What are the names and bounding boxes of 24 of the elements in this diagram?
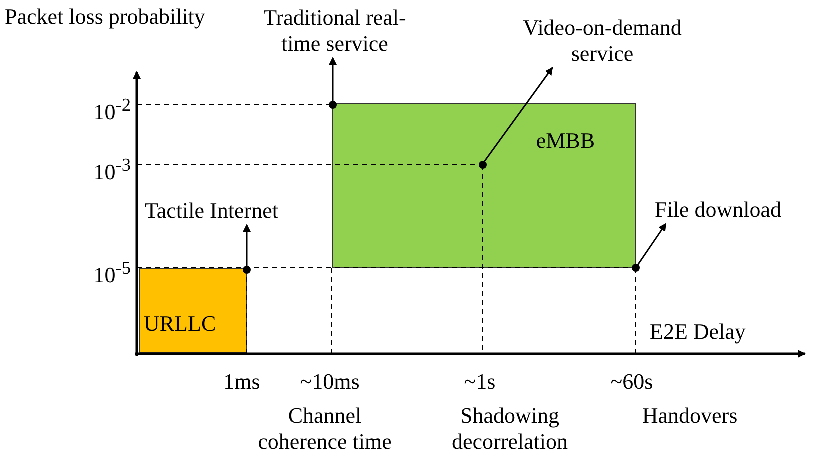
tick-label: 10$^{-5}$: [92, 257, 131, 288]
tick-label: ~1s: [463, 369, 497, 395]
tick-label: 10$^{-2}$: [92, 94, 131, 126]
leader-arrow: [243, 224, 251, 266]
tick-label: ~60s: [610, 369, 654, 395]
tick-description: Shadowing decorrelation: [450, 403, 570, 455]
tick-label: ~10ms: [299, 369, 361, 395]
embb-region: [332, 103, 636, 268]
tick-label: 10$^{-3}$: [92, 154, 131, 186]
region-label: URLLC: [144, 310, 216, 336]
tick-description: Channel coherence time: [257, 403, 393, 455]
leader-arrow: [638, 223, 667, 266]
service-label: Tactile Internet: [145, 198, 330, 224]
leader-arrow: [484, 67, 554, 162]
tick-label: 1ms: [222, 369, 262, 395]
region-label: eMBB: [536, 128, 595, 154]
urllc-region: [139, 268, 247, 353]
service-label: Traditional real-time service: [250, 5, 420, 57]
tick-description: Handovers: [641, 403, 739, 429]
data-point: [329, 101, 337, 109]
service-label: Video-on-demand service: [505, 15, 700, 67]
axis-title: E2E Delay: [650, 319, 747, 345]
leader-arrow: [329, 57, 337, 101]
service-label: File download: [655, 197, 830, 223]
